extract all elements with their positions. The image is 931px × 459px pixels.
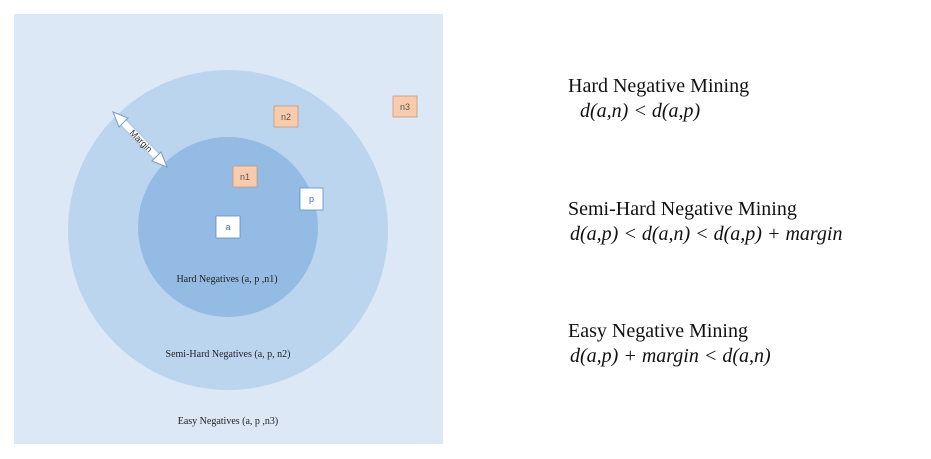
semi-hard-mining-block: Semi-Hard Negative Mining d(a,p) < d(a,n… bbox=[568, 197, 843, 247]
n1-label: n1 bbox=[240, 172, 250, 182]
p-label: p bbox=[309, 194, 314, 204]
semi-hard-mining-formula: d(a,p) < d(a,n) < d(a,p) + margin bbox=[570, 223, 843, 245]
anchor-a: a bbox=[215, 215, 241, 239]
n2-label: n2 bbox=[281, 112, 291, 122]
a-label: a bbox=[225, 222, 230, 232]
semi-hard-mining-title: Semi-Hard Negative Mining bbox=[568, 198, 797, 220]
negative-n3: n3 bbox=[392, 95, 418, 118]
mining-diagram: Margin n2 n3 n1 p bbox=[0, 0, 460, 459]
hard-mining-title: Hard Negative Mining bbox=[568, 75, 750, 97]
easy-mining-block: Easy Negative Mining d(a,p) + margin < d… bbox=[568, 319, 771, 369]
easy-mining-formula: d(a,p) + margin < d(a,n) bbox=[570, 345, 771, 367]
n3-label: n3 bbox=[400, 102, 410, 112]
hard-mining-block: Hard Negative Mining d(a,n) < d(a,p) bbox=[568, 74, 749, 124]
easy-negatives-label: Easy Negatives (a, p ,n3) bbox=[178, 416, 279, 427]
negative-n2: n2 bbox=[273, 105, 299, 128]
negative-n1: n1 bbox=[232, 165, 258, 188]
hard-mining-formula: d(a,n) < d(a,p) bbox=[580, 100, 701, 122]
semi-hard-negatives-label: Semi-Hard Negatives (a, p, n2) bbox=[166, 349, 291, 360]
positive-p: p bbox=[299, 187, 324, 211]
hard-negatives-label: Hard Negatives (a, p ,n1) bbox=[176, 274, 277, 285]
diagram-canvas: Margin n2 n3 n1 p bbox=[14, 14, 443, 444]
easy-mining-title: Easy Negative Mining bbox=[568, 320, 748, 342]
